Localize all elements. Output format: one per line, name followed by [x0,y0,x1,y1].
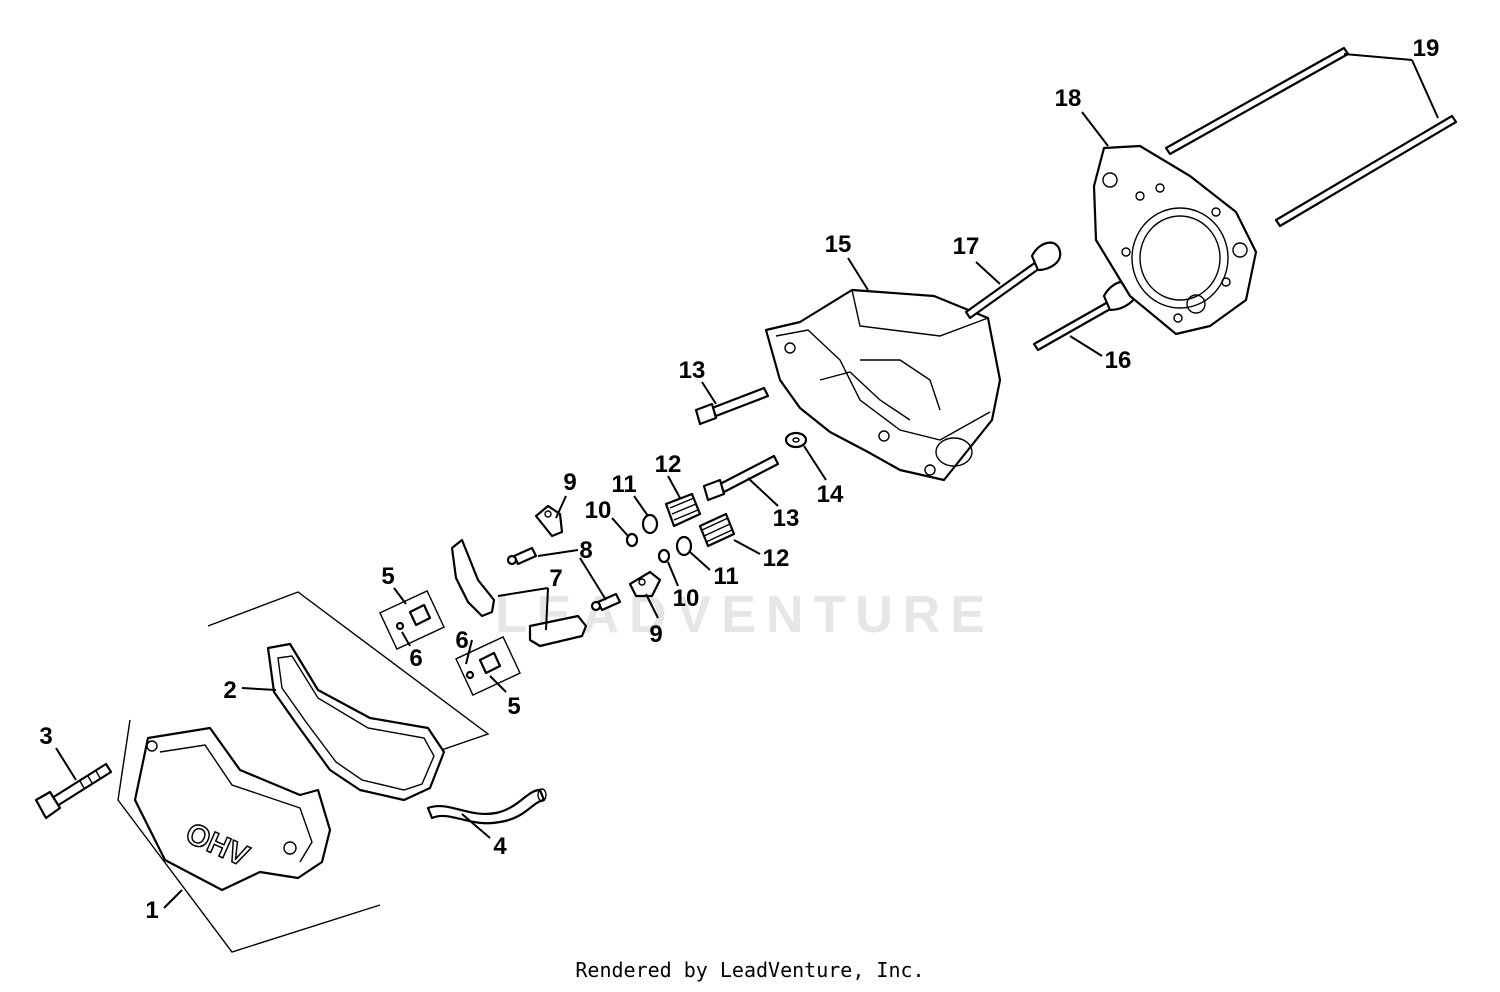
callout-14: 14 [817,481,844,508]
part-cylinder-head [764,288,1002,482]
part-pivot-stud-lower [590,592,622,612]
callout-5-lower: 5 [507,693,520,720]
callout-15: 15 [825,231,852,258]
part-pivot-stud-upper [506,546,538,566]
part-washer [784,431,808,449]
callout-6-upper: 6 [409,645,422,672]
group-bracket-bottom [117,719,381,953]
callout-10-lower: 10 [673,585,700,612]
part-spring-retainer-upper [641,513,659,535]
part-rocker-arm-lower [528,614,588,648]
part-head-bolt-lower [702,454,780,502]
callouts: 1 2 3 4 5 5 6 6 7 8 9 9 10 10 11 11 12 1… [39,35,1439,924]
callout-11-upper: 11 [611,471,636,498]
part-push-rod-guide-upper [534,504,564,538]
callout-18: 18 [1055,85,1082,112]
callout-8: 8 [579,537,592,564]
part-valve-keeper-lower [657,548,671,564]
callout-13-upper: 13 [679,357,706,384]
callout-7: 7 [549,565,562,592]
part-valve-cover: OHV [133,726,332,892]
callout-9-lower: 9 [649,621,662,648]
part-valve-spring-upper [664,492,702,528]
callout-12-lower: 12 [763,545,790,572]
callout-6-lower: 6 [455,627,468,654]
part-cover-gasket [266,642,446,802]
part-rocker-stud-upper [379,589,445,651]
part-intake-valve [964,241,1062,320]
callout-4: 4 [493,833,507,860]
callout-1: 1 [145,897,158,924]
part-rocker-arm-upper [450,538,496,618]
part-valve-spring-lower [698,512,736,548]
part-push-rod-guide-lower [628,570,662,598]
callout-9-upper: 9 [563,469,576,496]
callout-11-lower: 11 [713,563,738,590]
part-head-gasket [1092,144,1258,336]
part-head-bolt-upper [694,386,770,426]
callout-12-upper: 12 [655,451,682,478]
callout-13-lower: 13 [773,505,800,532]
part-cover-bolt [34,762,113,820]
callout-5-upper: 5 [381,563,394,590]
callout-16: 16 [1105,347,1132,374]
callout-17: 17 [953,233,980,260]
callout-2: 2 [223,677,236,704]
leader-lines [55,53,1439,909]
part-breather-hose [426,788,547,825]
part-valve-keeper-upper [625,532,639,548]
part-rocker-stud-lower [455,635,521,697]
part-push-rods [1164,46,1458,228]
callout-19: 19 [1413,35,1440,62]
part-exhaust-valve [1032,280,1138,352]
callout-10-upper: 10 [585,497,612,524]
callout-3: 3 [39,723,52,750]
part-spring-retainer-lower [675,535,693,557]
footer-credit: Rendered by LeadVenture, Inc. [575,958,925,982]
